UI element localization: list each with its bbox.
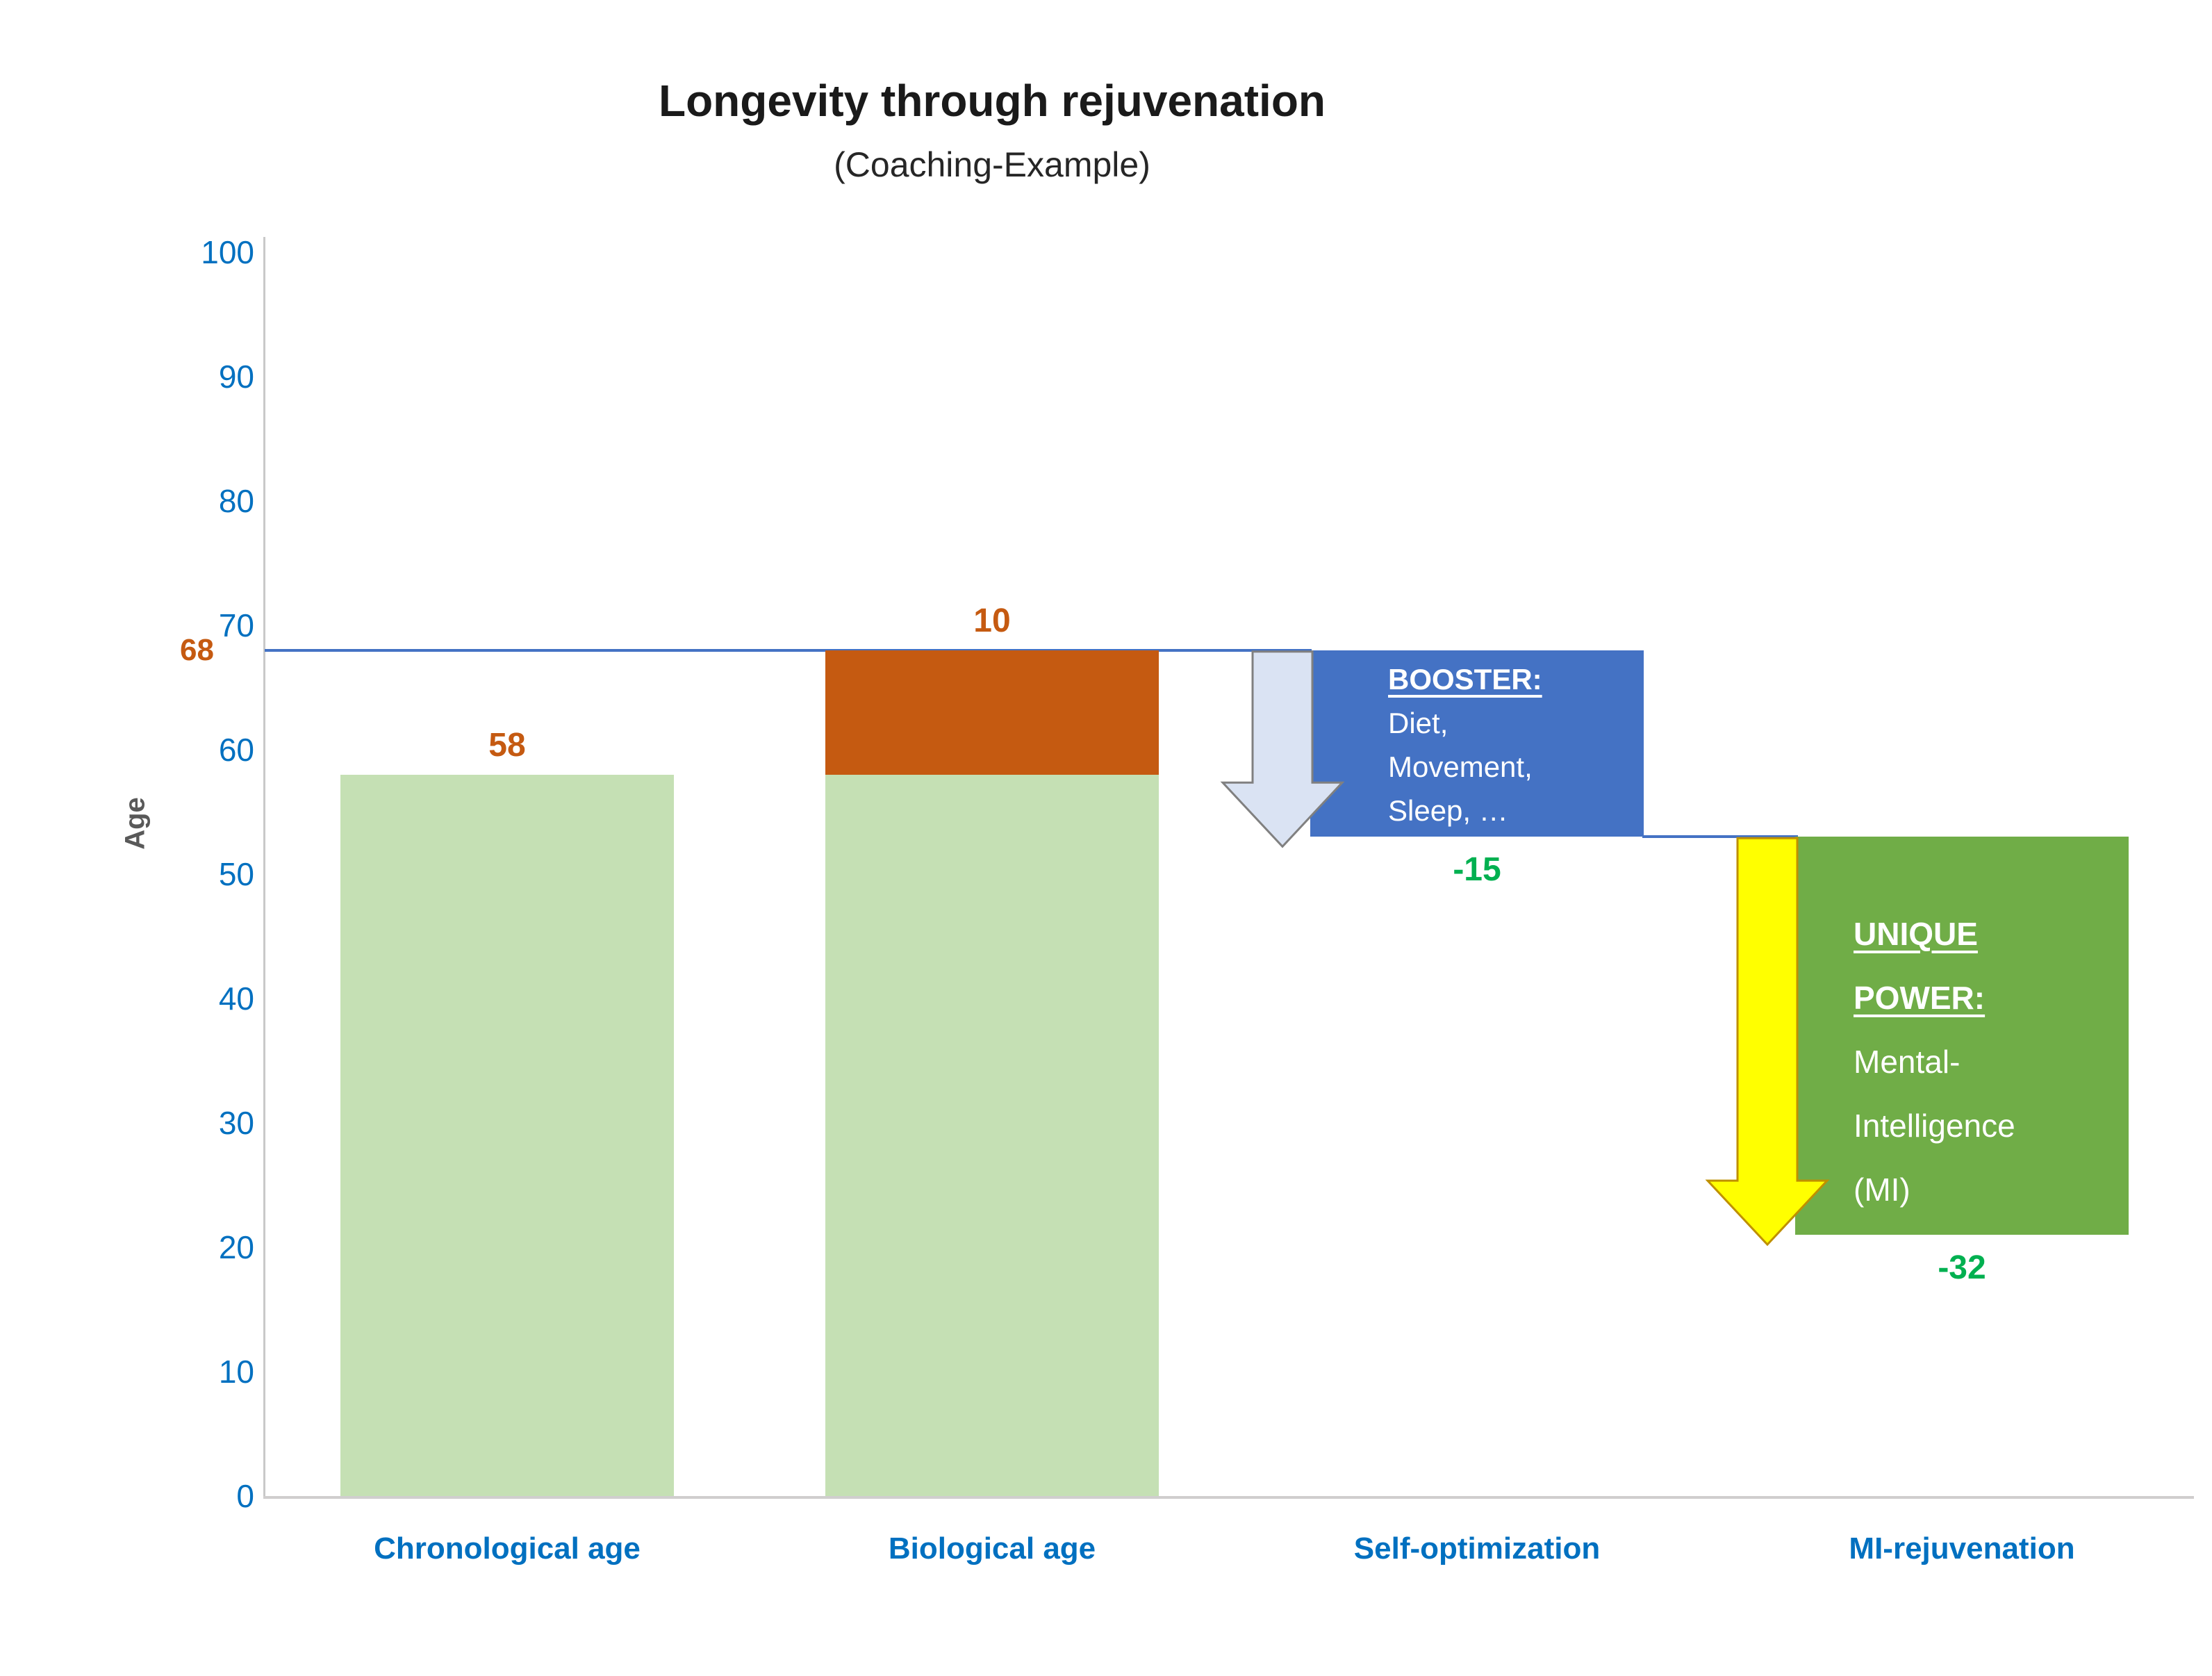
y-tick-label: 70 bbox=[218, 607, 254, 643]
box-body-line: Movement, bbox=[1388, 750, 1533, 783]
chart-subtitle: (Coaching-Example) bbox=[834, 145, 1150, 184]
box-body-line: Sleep, … bbox=[1388, 794, 1508, 827]
box-heading-line: POWER: bbox=[1854, 980, 1986, 1017]
box-body-line: Mental- bbox=[1854, 1044, 1961, 1081]
box-body-line: Diet, bbox=[1388, 706, 1448, 739]
box-text: UNIQUE POWER: Mental- Intelligence (MI) bbox=[1854, 902, 2118, 1235]
y-tick-label: 80 bbox=[218, 483, 254, 519]
y-tick-label: 30 bbox=[218, 1105, 254, 1141]
data-label--15: -15 bbox=[1453, 851, 1501, 889]
category-label: Self-optimization bbox=[1353, 1531, 1601, 1566]
data-label--32: -32 bbox=[1938, 1249, 1986, 1287]
box-heading-line: BOOSTER: bbox=[1388, 662, 1542, 696]
box-body-line: (MI) bbox=[1854, 1172, 1910, 1208]
bar-segment-biological-age bbox=[825, 650, 1159, 775]
y-axis-line bbox=[263, 237, 265, 1496]
y-axis-title: Age bbox=[119, 797, 151, 850]
y-tick-label: 20 bbox=[218, 1229, 254, 1265]
y-tick-label: 50 bbox=[218, 856, 254, 892]
bar-segment-chronological-age bbox=[340, 774, 674, 1496]
reference-line-68 bbox=[265, 648, 1312, 652]
bar-segment-self-optimization bbox=[1310, 650, 1644, 837]
y-tick-label: 60 bbox=[218, 732, 254, 768]
y-tick-label: 40 bbox=[218, 980, 254, 1017]
category-label: Chronological age bbox=[374, 1531, 641, 1566]
chart-title: Longevity through rejuvenation bbox=[658, 76, 1326, 126]
box-text: BOOSTER: Diet, Movement, Sleep, … bbox=[1388, 657, 1633, 837]
box-body-line: Intelligence bbox=[1854, 1108, 2015, 1144]
data-label-58: 58 bbox=[488, 726, 526, 764]
y-tick-label: 0 bbox=[236, 1478, 254, 1514]
connector-line bbox=[1642, 835, 1798, 839]
category-label: Biological age bbox=[888, 1531, 1096, 1566]
category-label: MI-rejuvenation bbox=[1849, 1531, 2075, 1566]
bar-segment-biological-age bbox=[825, 774, 1159, 1496]
x-axis-line bbox=[263, 1496, 2194, 1499]
box-heading-line: UNIQUE bbox=[1854, 916, 1978, 953]
y-tick-label: 100 bbox=[201, 234, 254, 270]
y-tick-label: 10 bbox=[218, 1354, 254, 1390]
data-label-10: 10 bbox=[973, 602, 1011, 639]
reference-value-label: 68 bbox=[180, 632, 214, 667]
bar-segment-mi-rejuvenation bbox=[1795, 837, 2129, 1235]
y-tick-label: 90 bbox=[218, 359, 254, 395]
